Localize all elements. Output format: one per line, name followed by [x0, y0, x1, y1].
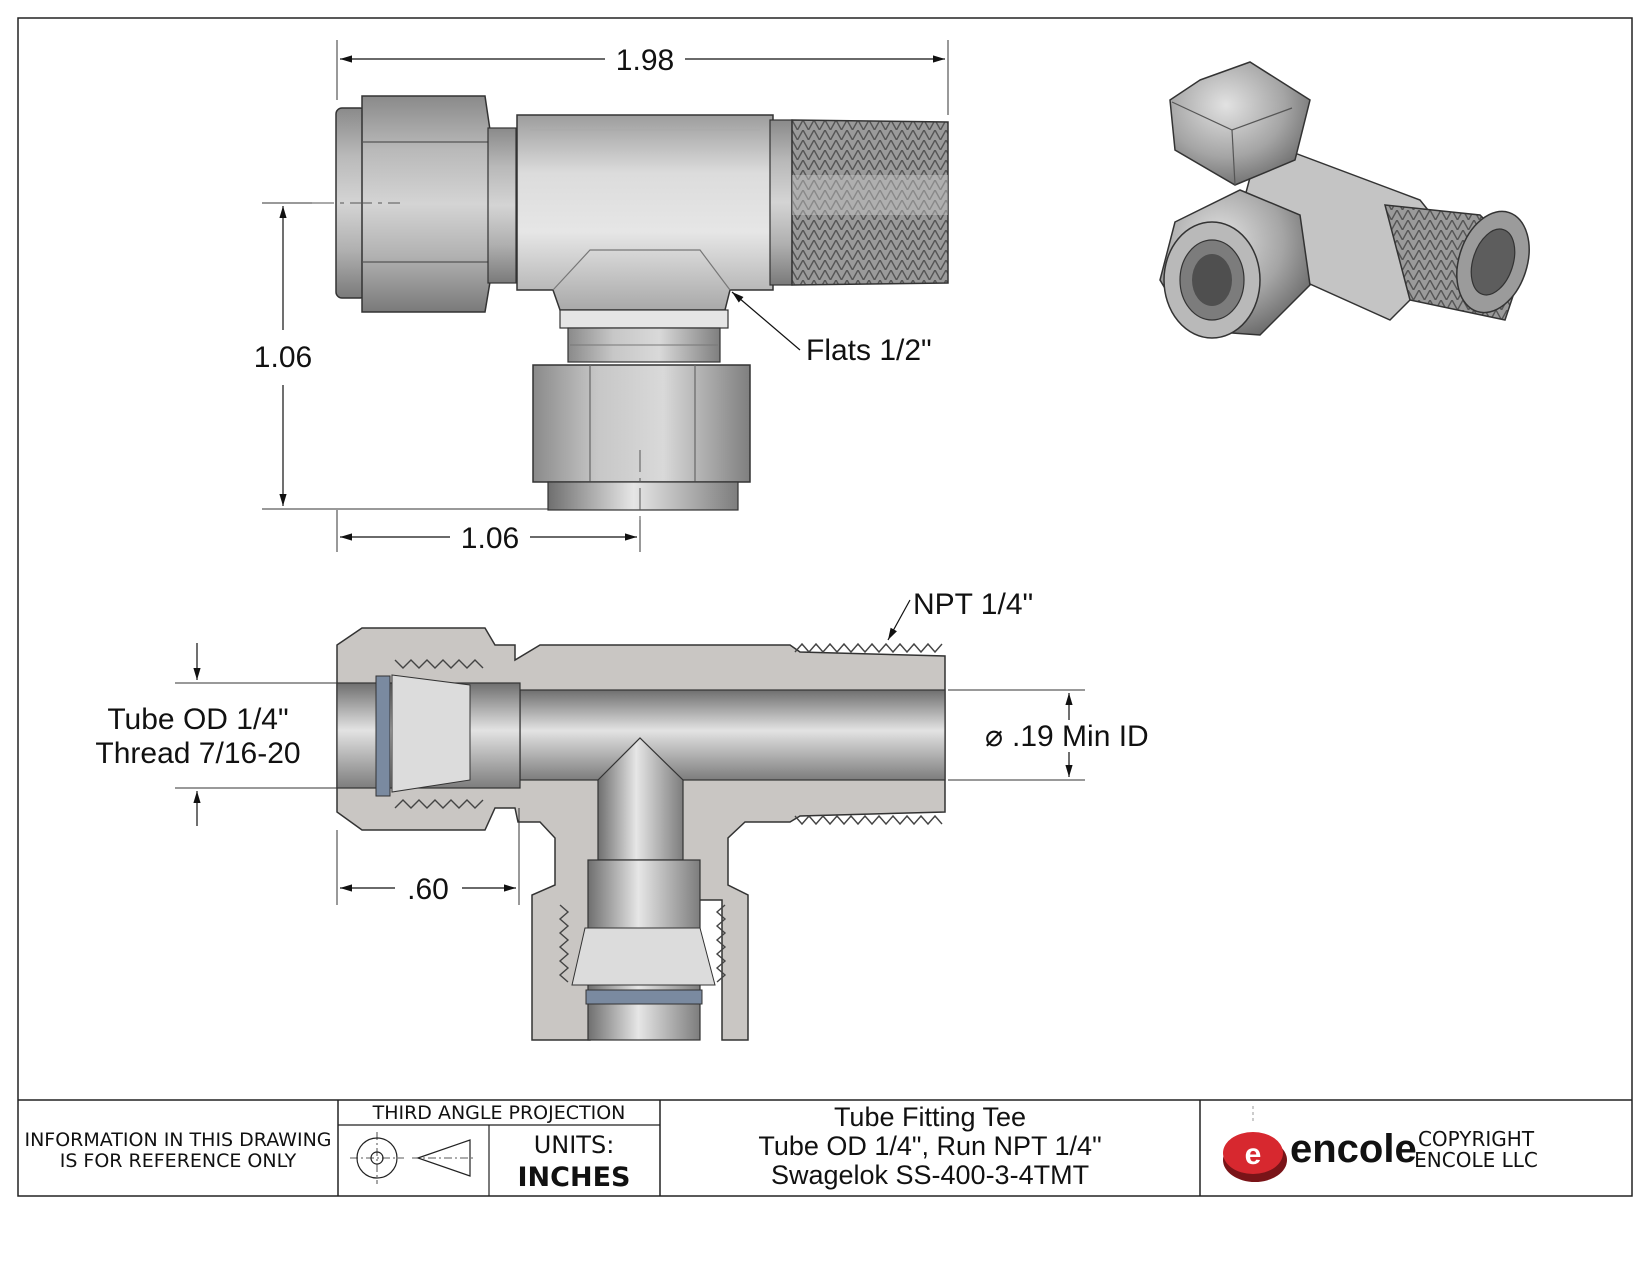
left-thread-bottom	[394, 799, 484, 809]
dim-bottom-width: 1.06	[336, 510, 641, 555]
bottom-thread-right	[715, 904, 727, 983]
brand-name: encole	[1290, 1127, 1417, 1171]
third-angle-projection-symbol	[350, 1132, 476, 1184]
isometric-view	[1159, 61, 1530, 339]
bottom-tube-nut	[532, 309, 751, 511]
disclaimer-line-1: INFORMATION IN THIS DRAWING	[24, 1129, 331, 1151]
dim-overall-length: 1.98	[336, 40, 949, 115]
iso-front-nut	[1159, 189, 1311, 339]
units-label: UNITS:	[534, 1131, 615, 1159]
dim-tube-od: Tube OD 1/4" Thread 7/16-20	[95, 643, 337, 826]
dim-insert-depth: .60	[336, 808, 520, 906]
height-label: 1.06	[254, 341, 312, 374]
copyright-line-2: ENCOLE LLC	[1414, 1148, 1538, 1172]
run-bore	[519, 689, 946, 781]
min-id-label: .19 Min ID	[1012, 720, 1149, 753]
title-line-2: Tube OD 1/4", Run NPT 1/4"	[758, 1131, 1101, 1161]
dim-height: 1.06	[254, 202, 548, 510]
title-line-3: Swagelok SS-400-3-4TMT	[771, 1160, 1089, 1190]
iso-npt-thread	[1383, 204, 1530, 321]
tee-body	[516, 114, 793, 311]
section-view: NPT 1/4" Tube OD 1/4" Thread 7/16-20 ⌀ .…	[95, 588, 1149, 1041]
bottom-thread-left	[558, 904, 570, 983]
diameter-symbol: ⌀	[985, 720, 1003, 753]
npt-thread-exterior	[791, 119, 949, 286]
dim-min-id: ⌀ .19 Min ID	[948, 689, 1149, 781]
sheet-border	[17, 17, 1633, 1197]
iso-top-nut	[1169, 61, 1311, 186]
branch-bore	[597, 737, 684, 861]
npt-thread-bottom	[794, 814, 943, 826]
projection-label: THIRD ANGLE PROJECTION	[372, 1102, 626, 1124]
title-block: INFORMATION IN THIS DRAWING IS FOR REFER…	[18, 1099, 1632, 1196]
copyright-line-1: COPYRIGHT	[1418, 1127, 1535, 1151]
flats-label: Flats 1/2"	[806, 334, 932, 367]
encole-logo: e	[1223, 1106, 1287, 1182]
left-thread-top	[394, 659, 484, 669]
tube-od-label: Tube OD 1/4"	[107, 703, 288, 736]
npt-label: NPT 1/4"	[913, 588, 1033, 621]
title-line-1: Tube Fitting Tee	[834, 1102, 1026, 1132]
npt-thread-top	[794, 642, 943, 654]
top-view: 1.98 1.06 1.06 Flats 1/2"	[254, 40, 949, 555]
units-value: INCHES	[518, 1162, 631, 1193]
disclaimer-line-2: IS FOR REFERENCE ONLY	[60, 1150, 297, 1172]
insert-depth-label: .60	[407, 873, 449, 906]
thread-label: Thread 7/16-20	[95, 737, 300, 770]
left-tube-nut	[335, 95, 517, 313]
flats-callout: Flats 1/2"	[731, 291, 932, 367]
bottom-width-label: 1.06	[461, 522, 519, 555]
overall-length-label: 1.98	[616, 44, 674, 77]
npt-callout: NPT 1/4"	[887, 588, 1033, 641]
svg-text:e: e	[1245, 1138, 1262, 1171]
